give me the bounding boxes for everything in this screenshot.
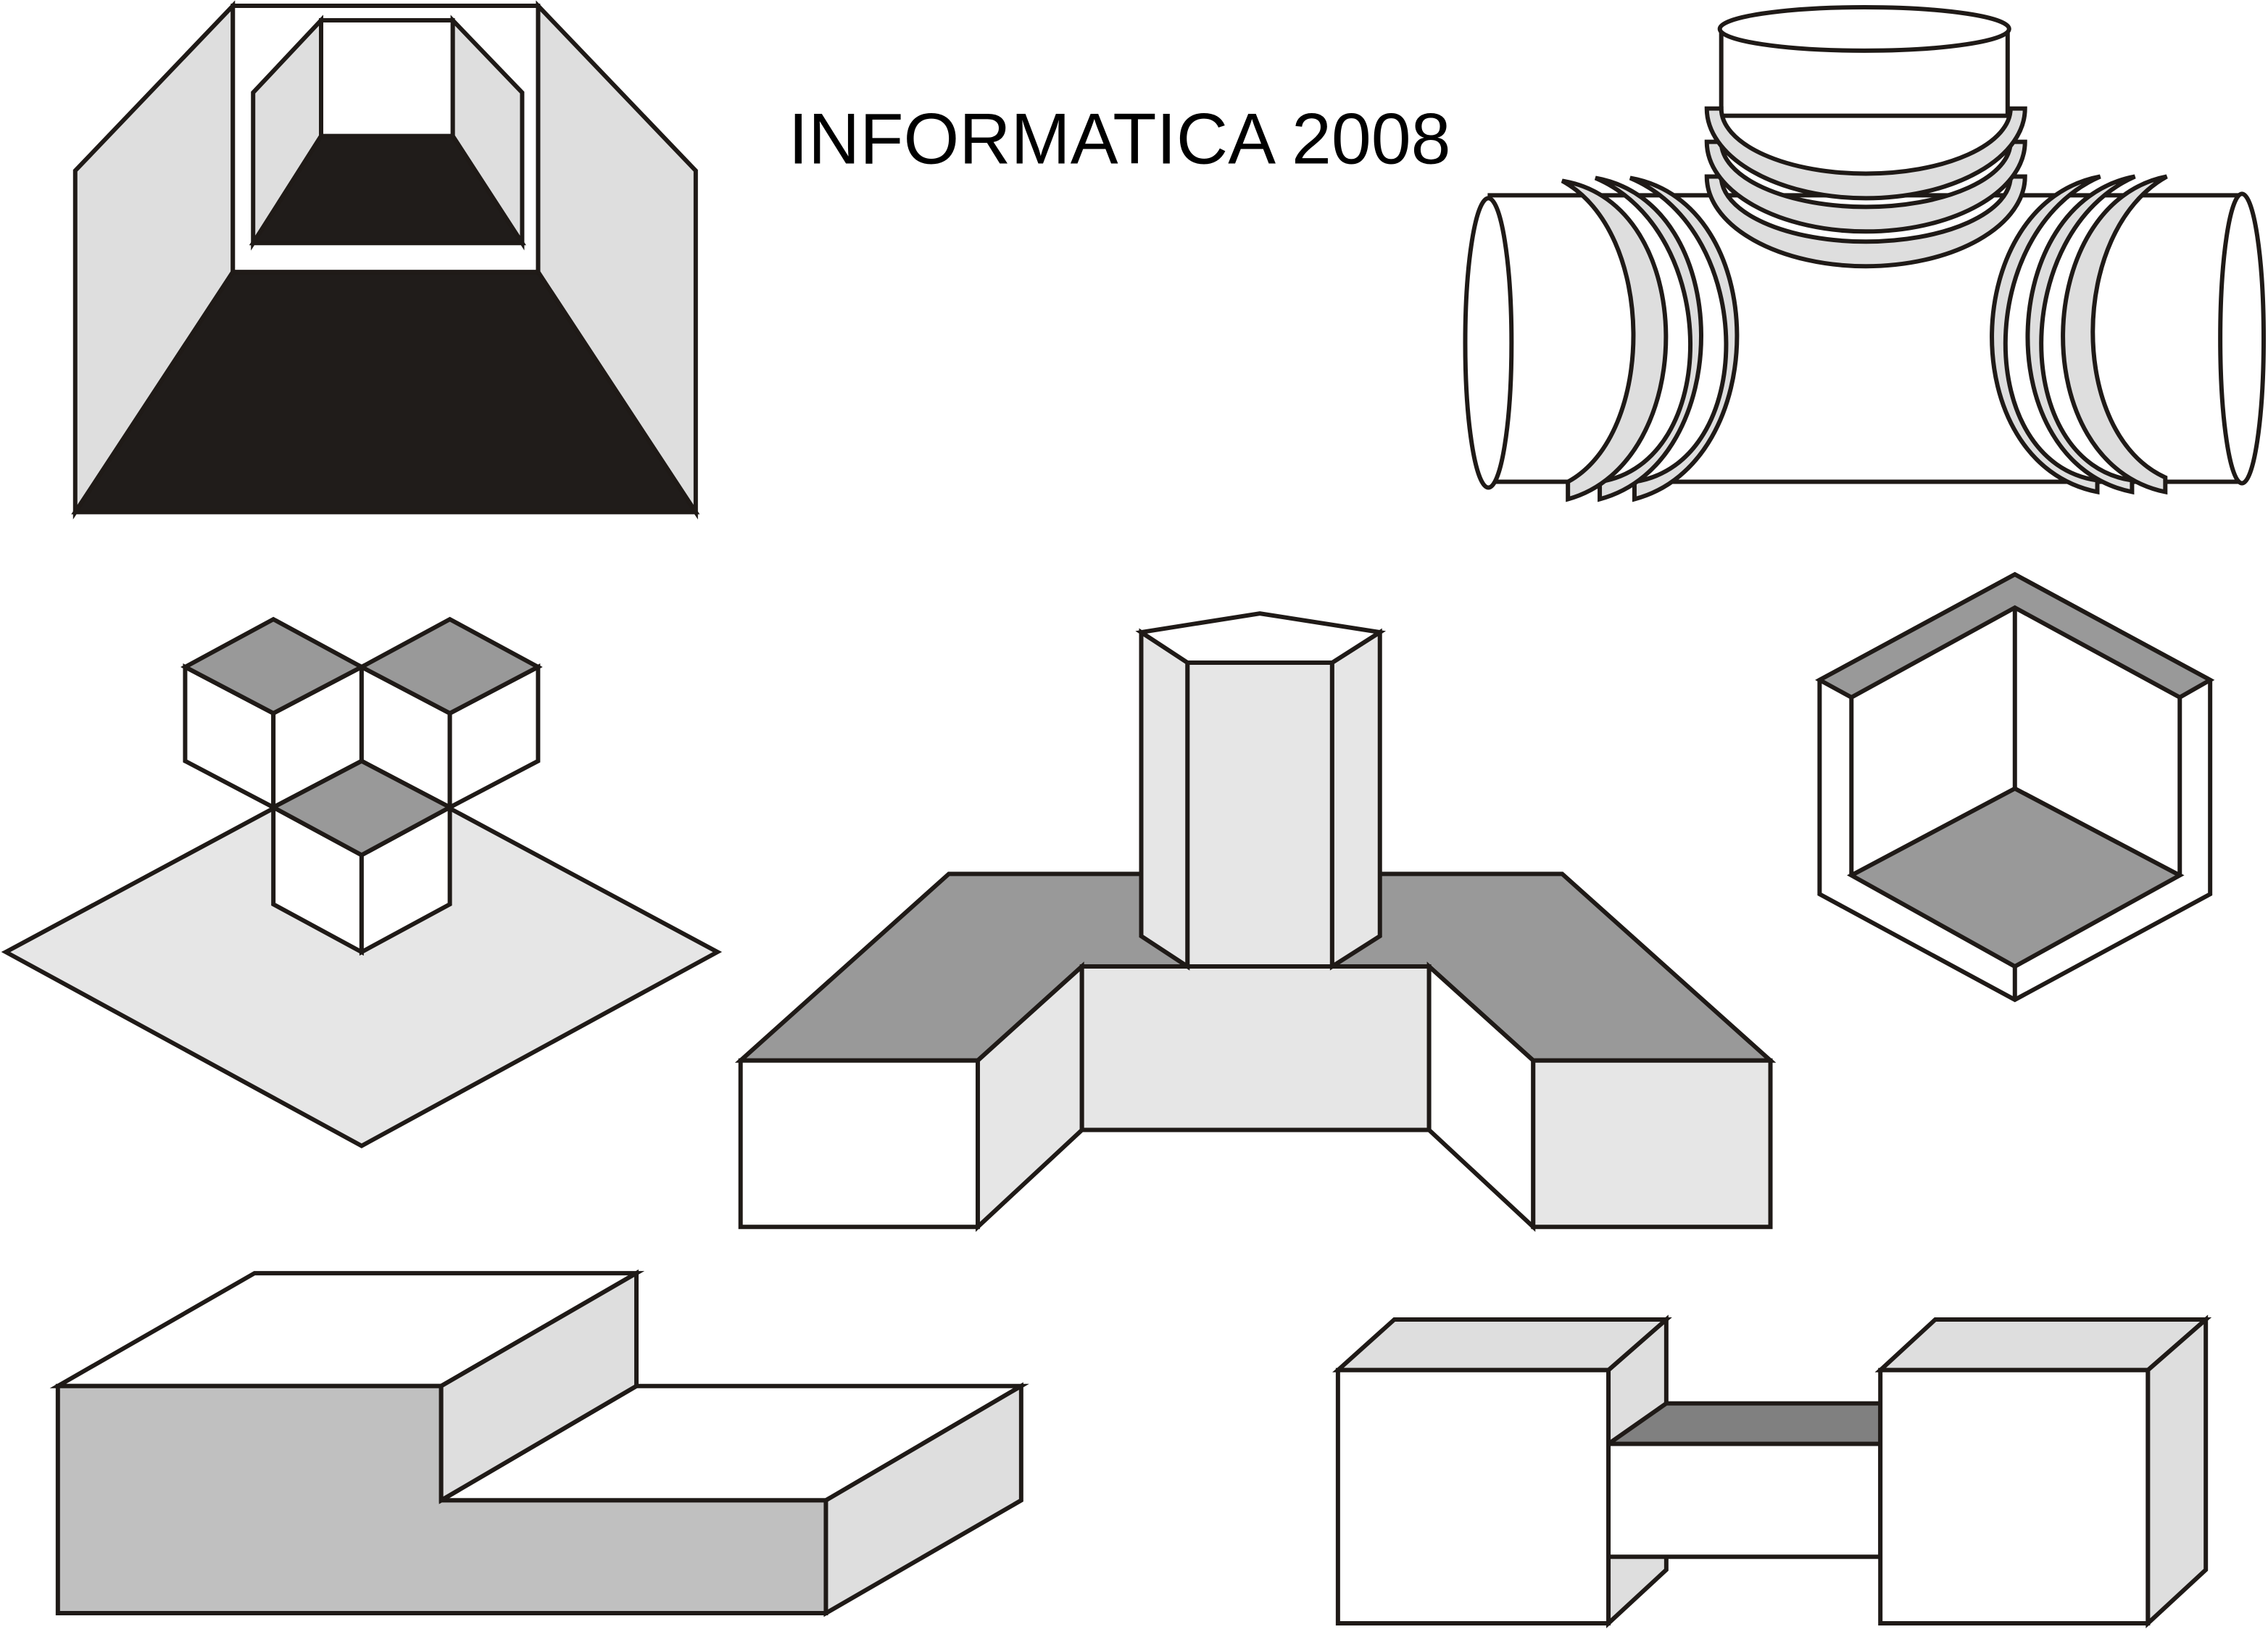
right-flange-1: [2061, 174, 2168, 495]
left-flange-1: [1561, 178, 1669, 502]
center-front: [1079, 964, 1432, 1132]
left-cap: [1463, 196, 1514, 490]
right-flange-3: [1990, 174, 2101, 495]
corridor-shape: [71, 0, 700, 520]
left-flange-3: [1629, 175, 1740, 502]
cube-top: [357, 616, 543, 716]
cubes-on-plane-shape: [1, 616, 723, 1148]
cube-top: [268, 758, 454, 858]
left-box-front: [1335, 1367, 1611, 1626]
title: INFORMATICA 2008: [789, 99, 1451, 180]
tower-left: [1139, 628, 1190, 971]
top-flange-3: [1704, 174, 2027, 269]
right-box-front: [1878, 1367, 2151, 1626]
top-flange-1: [1704, 106, 2027, 201]
pipe-junction-shape: [1463, 5, 2267, 502]
hex-box-shape: [1815, 571, 2215, 1003]
end-side: [823, 1382, 1023, 1617]
connected-boxes-shape: [1332, 1314, 2212, 1628]
inner-floor: [1847, 786, 2185, 969]
left-flange-2: [1594, 175, 1703, 502]
tower-top: [1135, 611, 1387, 665]
tower-right: [1329, 628, 1382, 971]
right-flange-2: [2025, 174, 2136, 495]
top-cap: [1717, 5, 2011, 53]
left-front: [738, 1058, 980, 1230]
connector-front: [1606, 1441, 1883, 1559]
step-side: [439, 1269, 639, 1504]
top-flange-2: [1704, 139, 2027, 234]
pipe-body: [1487, 193, 2245, 484]
right-cap: [2218, 191, 2267, 486]
step-block-shape: [49, 1269, 1029, 1617]
left-box-top: [1332, 1317, 1672, 1372]
inner-back: [319, 17, 455, 138]
tower-front: [1185, 660, 1334, 969]
right-front: [1531, 1058, 1773, 1230]
right-box-side: [2146, 1314, 2209, 1628]
t-block-shape: [734, 611, 1777, 1233]
